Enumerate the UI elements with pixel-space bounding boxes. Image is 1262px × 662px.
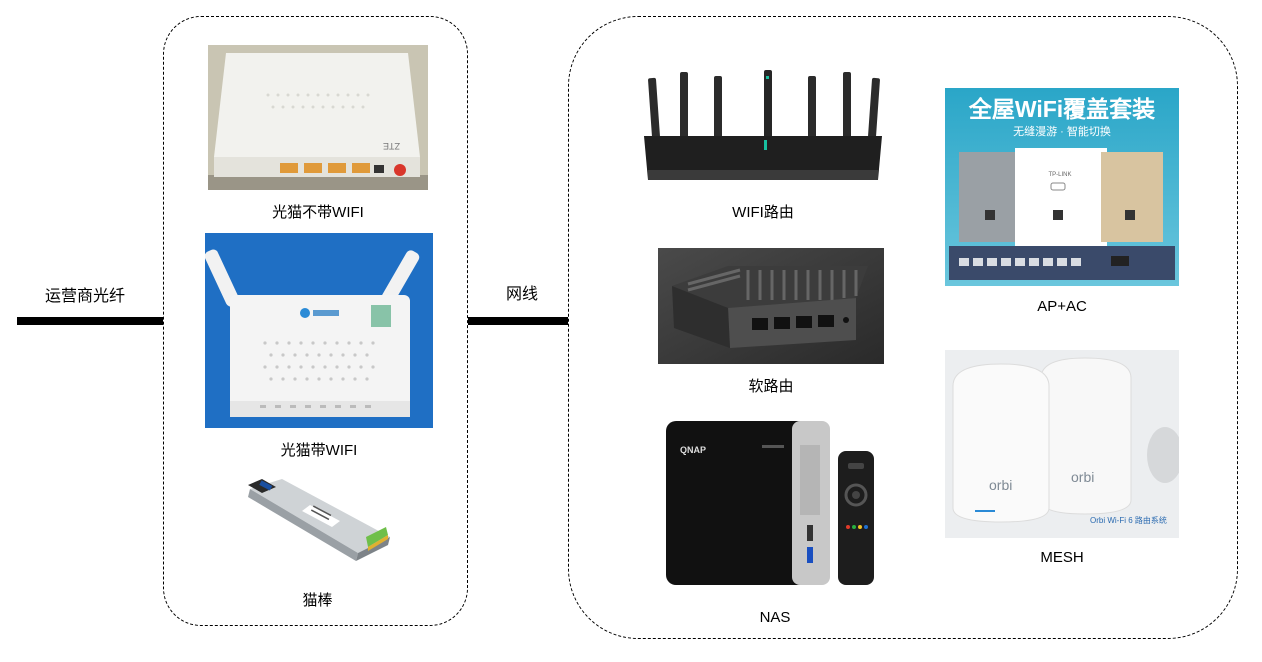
mesh-label: MESH [1040, 549, 1084, 566]
sfp-stick-image [240, 475, 395, 565]
wifi-router-label: WIFI路由 [732, 204, 794, 221]
ap-ac-label: AP+AC [1037, 298, 1087, 315]
wifi-router-image [638, 70, 888, 185]
nas-image: QNAP [662, 415, 888, 587]
onu-modem-image: ZTE [208, 45, 428, 190]
ap-banner-subtitle: 无缝漫游 · 智能切换 [1013, 126, 1111, 138]
svg-text:orbi: orbi [989, 477, 1012, 493]
ap-banner-title: 全屋WiFi覆盖套装 [968, 96, 1156, 122]
mesh-caption: Orbi Wi-Fi 6 路由系统 [1090, 516, 1167, 525]
fiber-line [17, 317, 163, 325]
ap-ac-kit-image [945, 88, 1179, 286]
svg-text:ZTE: ZTE [383, 141, 400, 151]
soft-router-image [658, 248, 884, 364]
sfp-stick-label: 猫棒 [302, 592, 333, 609]
ethernet-label: 网线 [506, 286, 539, 303]
ap-device-brand: TP-LINK [1048, 172, 1072, 178]
onu-wifi-modem-label: 光猫带WIFI [280, 442, 358, 459]
fiber-label: 运营商光纤 [45, 288, 126, 305]
modem-group-box [163, 16, 468, 626]
soft-router-label: 软路由 [748, 378, 794, 395]
svg-text:orbi: orbi [1071, 469, 1094, 485]
nas-label: NAS [759, 609, 791, 626]
ethernet-line [468, 317, 568, 325]
onu-wifi-modem-image [205, 233, 433, 428]
mesh-image: orbi orbi [945, 350, 1179, 538]
svg-text:QNAP: QNAP [680, 445, 706, 455]
router-group-box [568, 16, 1238, 639]
onu-modem-label: 光猫不带WIFI [272, 204, 364, 221]
